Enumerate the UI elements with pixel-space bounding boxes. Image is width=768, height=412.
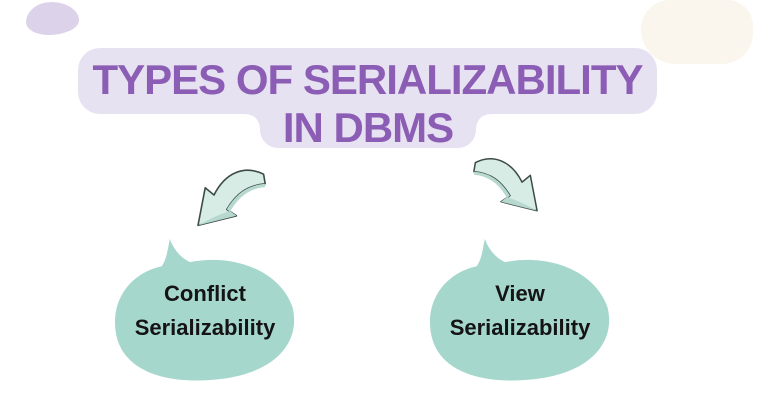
cream-corner-blob xyxy=(641,0,753,64)
title-plate-fillet-left xyxy=(246,114,260,128)
branch-label-line1: Conflict xyxy=(164,281,246,306)
branch-label-view: View Serializability xyxy=(424,277,616,345)
speech-blob-shape xyxy=(114,239,295,381)
branch-label-line1: View xyxy=(495,281,545,306)
branch-label-line2: Serializability xyxy=(449,315,591,340)
curved-arrow-left-icon xyxy=(197,169,266,227)
page-title-line1: TYPES OF SERIALIZABILITY xyxy=(92,56,643,103)
page-title-line2: IN DBMS xyxy=(282,104,454,151)
branch-bubble-conflict: Conflict Serializability xyxy=(109,237,301,384)
branch-label-line2: Serializability xyxy=(134,315,276,340)
curved-arrow-right-icon xyxy=(473,158,538,212)
lavender-corner-blob xyxy=(26,2,79,35)
speech-blob-shape xyxy=(429,239,610,381)
branch-label-conflict: Conflict Serializability xyxy=(109,277,301,345)
title-plate-fillet-right xyxy=(476,114,490,128)
branch-bubble-view: View Serializability xyxy=(424,237,616,384)
title-plate xyxy=(78,48,657,114)
title-plate-tab xyxy=(260,110,476,148)
